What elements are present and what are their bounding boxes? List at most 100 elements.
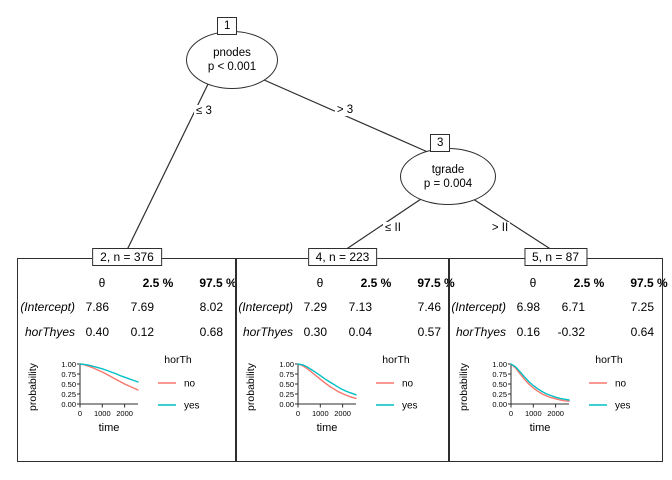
- leaf-5-horthyes-upper: 0.64: [630, 325, 654, 339]
- leaf-4-intercept-lower: 7.13: [348, 300, 372, 314]
- x-axis-label: time: [99, 422, 120, 434]
- legend-label-yes: yes: [184, 401, 200, 412]
- y-tick-label: 1.00: [61, 360, 76, 369]
- node-3-id: 3: [430, 134, 451, 152]
- leaf-5-col-theta: θ: [529, 276, 537, 290]
- x-tick-label: 1000: [525, 409, 542, 418]
- y-axis: [77, 363, 81, 405]
- branch-label-le3: ≤ 3: [194, 105, 214, 117]
- leaf-4-survival-plot: probability 1.00 0.75 0.50 0.25 0.00 0 1…: [245, 354, 418, 434]
- y-axis-label: probability: [458, 362, 470, 411]
- y-tick-label: 0.00: [279, 400, 294, 409]
- leaf-4-horthyes-upper: 0.57: [417, 325, 441, 339]
- node-3-split-var: tgrade: [431, 163, 465, 176]
- edge-node3-node5: [469, 196, 553, 251]
- leaf-5-horthyes-lower: -0.32: [557, 325, 585, 339]
- x-tick-label: 0: [296, 409, 300, 418]
- leaf-panel-2: 2, n = 376 θ 2.5 % 97.5 % (Intercept) 7.…: [17, 248, 237, 462]
- x-tick-label: 1000: [312, 409, 329, 418]
- legend-label-no: no: [402, 379, 414, 390]
- leaf-4-header-box: 4, n = 223: [307, 248, 378, 266]
- leaf-2-intercept-theta: 7.86: [85, 300, 109, 314]
- x-axis: [510, 403, 569, 408]
- leaf-2-horthyes-lower: 0.12: [130, 325, 154, 339]
- survival-curve-no: [79, 363, 139, 391]
- y-tick-label: 1.00: [279, 360, 294, 369]
- tree-node-3: tgrade p = 0.004: [400, 148, 496, 205]
- y-tick-label: 1.00: [492, 360, 507, 369]
- x-axis: [79, 403, 138, 408]
- y-axis: [508, 363, 512, 405]
- leaf-5-col-upper: 97.5 %: [630, 276, 668, 290]
- legend-label-yes: yes: [402, 401, 418, 412]
- y-tick-label: 0.75: [492, 370, 507, 379]
- legend-title: horTh: [382, 354, 410, 366]
- branch-label-gtII: > II: [489, 222, 511, 234]
- leaf-panel-4: 4, n = 223 θ 2.5 % 97.5 % (Intercept) 7.…: [235, 248, 455, 462]
- survival-curve-no: [510, 363, 570, 402]
- leaf-2-horthyes-theta: 0.40: [85, 325, 109, 339]
- legend-label-no: no: [184, 379, 196, 390]
- leaf-2-intercept-lower: 7.69: [130, 300, 154, 314]
- y-tick-label: 0.50: [492, 380, 507, 389]
- leaf-4-row-intercept-label: (Intercept): [238, 300, 293, 314]
- y-tick-label: 0.75: [61, 370, 76, 379]
- legend-title: horTh: [595, 354, 623, 366]
- leaf-2-row-intercept-label: (Intercept): [20, 300, 75, 314]
- leaf-2-intercept-upper: 8.02: [199, 300, 223, 314]
- x-tick-label: 1000: [94, 409, 111, 418]
- y-tick-label: 0.75: [279, 370, 294, 379]
- leaf-5-intercept-upper: 7.25: [630, 300, 654, 314]
- leaf-panel-5: 5, n = 87 θ 2.5 % 97.5 % (Intercept) 6.9…: [448, 248, 668, 462]
- y-tick-label: 0.50: [279, 380, 294, 389]
- leaf-5-survival-plot: probability 1.00 0.75 0.50 0.25 0.00 0 1…: [458, 354, 631, 434]
- x-tick-label: 0: [509, 409, 513, 418]
- node-1-split-var: pnodes: [213, 47, 251, 59]
- node-1-id: 1: [217, 17, 238, 35]
- x-axis: [297, 403, 356, 408]
- y-tick-label: 0.25: [492, 390, 507, 399]
- x-tick-label: 2000: [334, 409, 351, 418]
- leaf-2-row-horthyes-label: horThyes: [24, 325, 75, 339]
- leaf-5-intercept-theta: 6.98: [516, 300, 540, 314]
- y-axis-label: probability: [27, 362, 39, 411]
- branch-label-gt3: > 3: [334, 104, 356, 116]
- survival-curve-yes: [79, 363, 139, 383]
- y-tick-label: 0.00: [61, 400, 76, 409]
- leaf-2-horthyes-upper: 0.68: [199, 325, 223, 339]
- leaf-4-row-horthyes-label: horThyes: [242, 325, 293, 339]
- leaf-2-col-upper: 97.5 %: [199, 276, 237, 290]
- legend-label-no: no: [615, 379, 627, 390]
- legend-title: horTh: [164, 354, 192, 366]
- x-axis-label: time: [530, 422, 551, 434]
- x-tick-label: 0: [78, 409, 82, 418]
- y-axis: [295, 363, 299, 405]
- survival-curve-yes: [510, 363, 570, 401]
- leaf-2-header-box: 2, n = 376: [92, 248, 162, 266]
- leaf-2-survival-plot: probability 1.00 0.75 0.50 0.25 0.00 0 1…: [27, 354, 200, 434]
- leaf-4-horthyes-theta: 0.30: [303, 325, 327, 339]
- legend-label-yes: yes: [615, 401, 631, 412]
- leaf-2-col-lower: 2.5 %: [142, 276, 174, 290]
- y-tick-label: 0.50: [61, 380, 76, 389]
- survival-curve-no: [297, 363, 357, 400]
- leaf-5-col-lower: 2.5 %: [573, 276, 605, 290]
- x-axis-label: time: [317, 422, 338, 434]
- node-3-p-value: p = 0.004: [423, 177, 473, 190]
- y-axis-label: probability: [245, 362, 257, 411]
- node-1-p-value: p < 0.001: [207, 61, 257, 73]
- leaf-4-horthyes-lower: 0.04: [348, 325, 372, 339]
- leaf-4-col-upper: 97.5 %: [417, 276, 455, 290]
- leaf-2-col-theta: θ: [98, 276, 106, 290]
- tree-node-1: pnodes p < 0.001: [186, 31, 278, 89]
- leaf-5-header-box: 5, n = 87: [523, 248, 588, 266]
- y-tick-label: 0.25: [61, 390, 76, 399]
- leaf-4-col-lower: 2.5 %: [360, 276, 392, 290]
- leaf-4-intercept-theta: 7.29: [303, 300, 327, 314]
- survival-curve-yes: [297, 363, 357, 396]
- leaf-4-col-theta: θ: [316, 276, 324, 290]
- x-tick-label: 2000: [116, 409, 133, 418]
- leaf-5-intercept-lower: 6.71: [561, 300, 585, 314]
- leaf-5-row-horthyes-label: horThyes: [455, 325, 506, 339]
